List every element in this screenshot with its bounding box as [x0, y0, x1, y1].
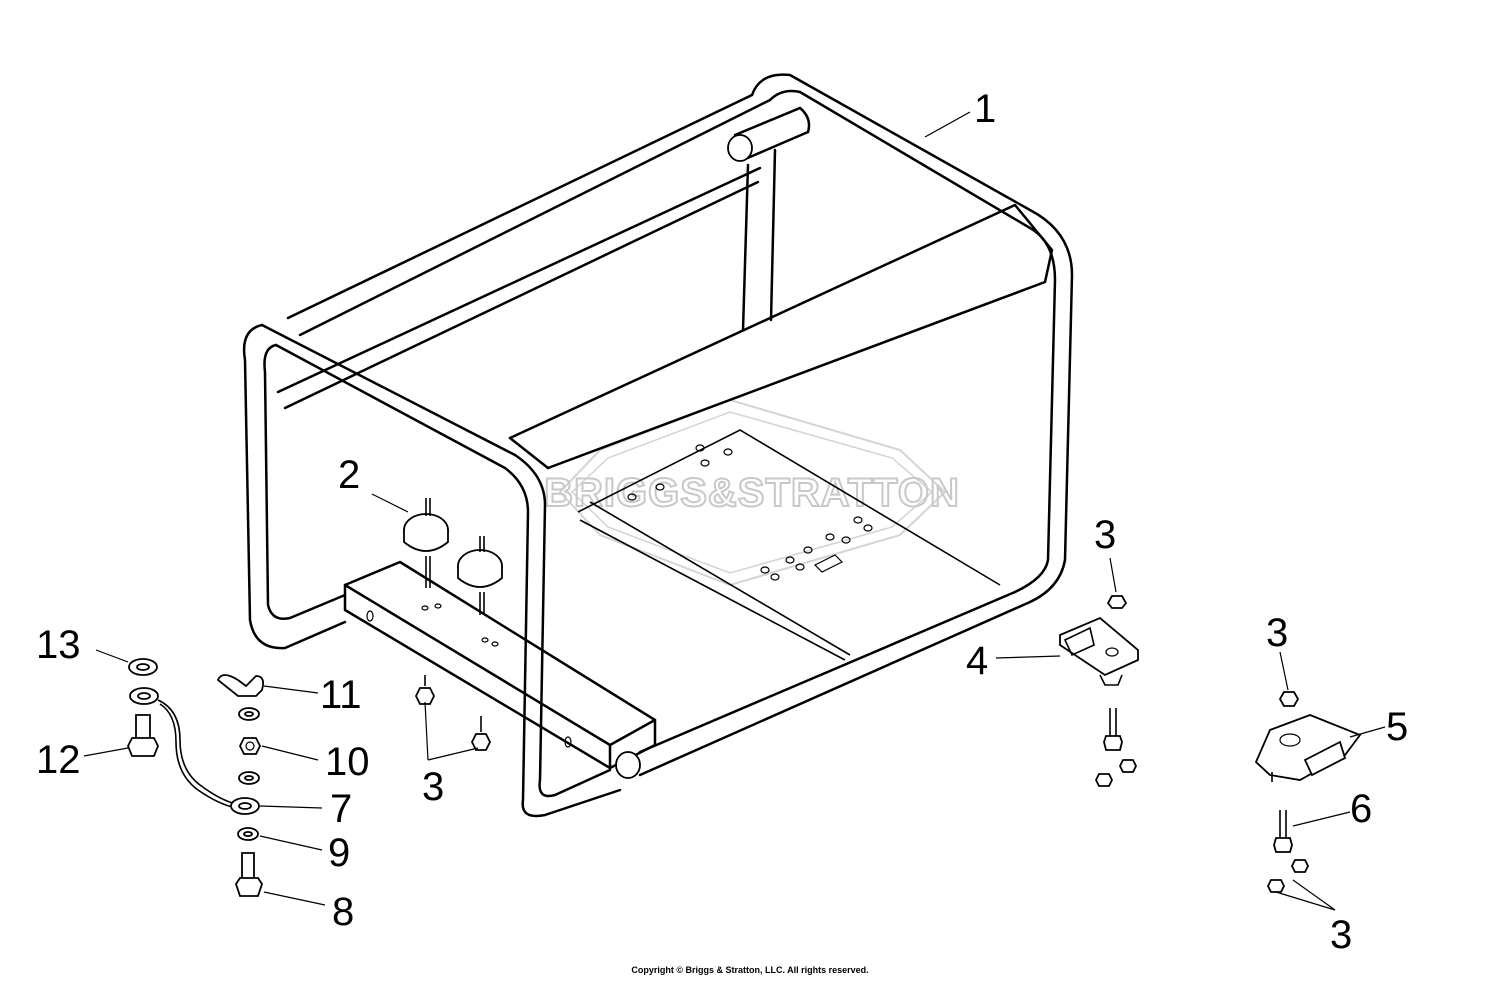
- callout-6: 6: [1350, 787, 1372, 831]
- callout-2: 2: [338, 453, 360, 497]
- callout-3c: 3: [422, 765, 444, 809]
- foot-part-4: [1059, 595, 1139, 787]
- callout-4: 4: [966, 639, 988, 683]
- callout-labels: 1 2 3 3 3 3 4 5 6 7 8 9 10 11 12 13: [36, 87, 1408, 957]
- ground-hardware: [127, 658, 265, 897]
- callout-5: 5: [1386, 705, 1408, 749]
- callout-1: 1: [974, 87, 996, 131]
- watermark-text: BRIGGS&STRATTON: [544, 471, 960, 515]
- callout-12: 12: [36, 738, 81, 782]
- callout-11: 11: [320, 673, 362, 717]
- leader-lines: [83, 111, 1386, 911]
- callout-10: 10: [325, 740, 370, 784]
- copyright-notice: Copyright © Briggs & Stratton, LLC. All …: [631, 965, 869, 975]
- callout-9: 9: [328, 831, 350, 875]
- base-plate-holes: [627, 444, 873, 581]
- foot-part-5: [1254, 691, 1362, 893]
- frame-part-1: [242, 73, 1074, 818]
- callout-3a: 3: [1094, 513, 1116, 557]
- callout-8: 8: [332, 890, 354, 934]
- callout-7: 7: [330, 787, 352, 831]
- vibration-mount-part-2: [403, 498, 503, 615]
- callout-3b: 3: [1266, 611, 1288, 655]
- watermark-logo: BRIGGS&STRATTON: [543, 398, 960, 587]
- nuts-under-bar: [414, 675, 492, 751]
- callout-13: 13: [36, 623, 81, 667]
- callout-3d: 3: [1330, 913, 1352, 957]
